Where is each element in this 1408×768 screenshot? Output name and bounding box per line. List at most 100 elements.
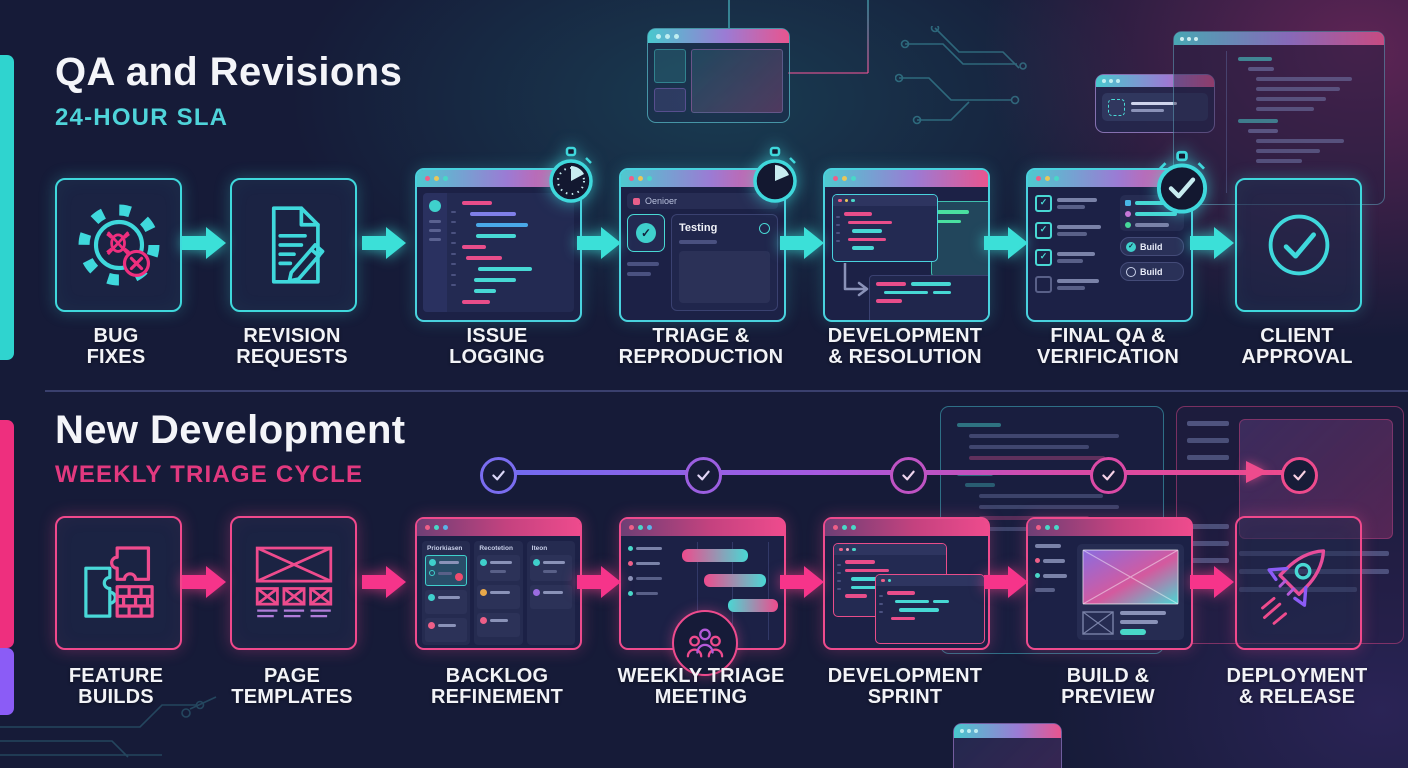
kanban-card — [477, 613, 520, 637]
step-window-dev-resolution — [823, 168, 990, 322]
kanban-column-header: Iteon — [531, 545, 548, 552]
kanban-column-header: Recotetion — [479, 545, 513, 552]
code-panel-primary — [832, 194, 938, 262]
circuit-traces-top-right — [895, 26, 1027, 125]
checkbox-checked: ✓ — [1035, 222, 1052, 239]
check-icon — [902, 470, 915, 481]
wireframe-icon — [255, 546, 332, 618]
flow-arrow-teal — [780, 227, 824, 259]
step-window-triage: Oenioer ✓ Testing — [619, 146, 797, 322]
step-window-sprint — [823, 517, 990, 650]
edge-accent-teal — [0, 55, 14, 360]
step-label: BUILD &PREVIEW — [1061, 665, 1155, 708]
gantt-chart-area — [672, 536, 784, 648]
alert-badge — [455, 573, 464, 581]
section-title-newdev: New Development — [55, 408, 406, 452]
ghost-sidebar-bars — [1187, 421, 1229, 563]
flow-arrow-teal — [984, 227, 1028, 259]
issue-card-title: Testing — [679, 222, 718, 234]
kanban-card — [529, 585, 572, 609]
window-dot — [629, 525, 634, 530]
window-dot — [851, 525, 856, 530]
step-box-revision-requests — [230, 178, 357, 312]
window-dot — [1187, 36, 1191, 41]
step-box-client-approval — [1235, 178, 1362, 312]
flow-arrow-teal — [182, 227, 226, 259]
kanban-column: Recotetion — [474, 541, 523, 645]
gantt-task-list — [621, 536, 672, 648]
section-divider — [45, 390, 1408, 392]
window-dot — [656, 33, 661, 39]
connector-line-vertical — [728, 0, 730, 28]
checkbox-checked: ✓ — [1035, 195, 1052, 212]
window-dot — [1102, 79, 1106, 83]
edge-accent-purple — [0, 648, 14, 715]
kanban-card — [425, 618, 468, 642]
window-dot — [674, 33, 679, 39]
step-window-final-qa: ✓ ✓ ✓ — [1026, 150, 1208, 322]
timeline-checkpoint — [685, 457, 722, 494]
window-dot — [1054, 176, 1059, 181]
kanban-card — [477, 555, 520, 581]
step-box-deployment — [1235, 516, 1362, 650]
editor-code-lines — [460, 193, 574, 312]
timeline-checkpoint — [480, 457, 517, 494]
window-dot — [638, 176, 643, 181]
step-box-page-templates — [230, 516, 357, 650]
window-dot — [1180, 36, 1184, 41]
timeline-arrowhead — [1246, 461, 1268, 483]
circuit-traces-bottom-left — [0, 696, 217, 758]
flow-elbow-arrow — [843, 263, 869, 297]
decor-window-top-center — [647, 28, 790, 123]
flow-arrow-pink — [577, 566, 621, 598]
flow-arrow-teal — [362, 227, 406, 259]
flow-arrow-teal — [1190, 227, 1234, 259]
window-dot — [1045, 176, 1050, 181]
window-dot — [647, 525, 652, 530]
section-subtitle-qa: 24-HOUR SLA — [55, 104, 229, 131]
decor-window-code-top-right — [1173, 31, 1385, 205]
ghost-code-lines — [1238, 57, 1352, 163]
timeline-checkpoint — [890, 457, 927, 494]
people-icon — [686, 628, 723, 658]
dashed-selection-icon — [1108, 98, 1125, 116]
build-button-2: Build — [1120, 262, 1184, 281]
kanban-card — [529, 555, 572, 581]
window-dot — [1045, 525, 1050, 530]
preview-sidebar — [1035, 544, 1071, 640]
step-label: DEVELOPMENT& RESOLUTION — [827, 325, 983, 368]
flow-arrow-pink — [362, 566, 406, 598]
kanban-card — [425, 555, 468, 586]
sprint-code-window-front — [875, 574, 985, 644]
flow-arrow-pink — [1190, 566, 1234, 598]
step-label: FINAL QA &VERIFICATION — [1036, 325, 1180, 368]
search-field — [1102, 93, 1208, 121]
editor-gutter — [447, 193, 460, 312]
step-box-feature-builds — [55, 516, 182, 650]
window-dot — [1036, 176, 1041, 181]
window-dot — [647, 176, 652, 181]
connector-line-horizontal — [788, 72, 868, 74]
decor-window-search — [1095, 74, 1215, 133]
window-dot — [425, 176, 430, 181]
step-window-gantt — [619, 517, 786, 676]
gantt-bar — [704, 574, 766, 587]
window-dot — [443, 176, 448, 181]
check-icon — [1293, 470, 1306, 481]
window-dot — [1054, 525, 1059, 530]
code-panel-secondary — [869, 275, 988, 320]
bug-gear-icon — [78, 204, 159, 286]
diff-panel-teal — [931, 201, 988, 277]
stopwatch-icon — [753, 146, 797, 203]
stopwatch-icon — [549, 146, 593, 203]
window-dot — [434, 525, 439, 530]
check-icon — [697, 470, 710, 481]
